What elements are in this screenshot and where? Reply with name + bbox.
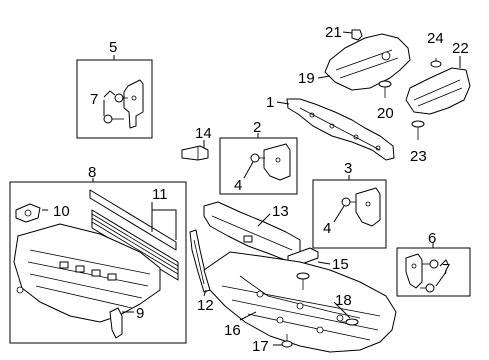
bracket-part-9 xyxy=(109,307,123,339)
callout-18: 18 xyxy=(335,292,352,309)
callout-6: 6 xyxy=(428,230,436,247)
callout-7b: 7 xyxy=(442,261,450,278)
callout-5: 5 xyxy=(109,39,117,56)
callout-12: 12 xyxy=(197,297,214,314)
callout-10: 10 xyxy=(53,203,70,220)
bolt-part-7-lower xyxy=(103,114,124,124)
pin-part-23 xyxy=(411,120,425,140)
pin-part-20 xyxy=(378,80,392,98)
shield-part-22 xyxy=(405,67,471,115)
pin-part-18-a xyxy=(296,272,310,290)
pin-part-18-b xyxy=(340,318,359,326)
bracket-part-14 xyxy=(181,145,209,161)
callout-8: 8 xyxy=(88,164,96,181)
callout-9: 9 xyxy=(136,305,144,322)
bolt-part-4-lower xyxy=(341,197,356,207)
bolt-part-7-upper xyxy=(114,93,128,103)
leader-12 xyxy=(203,289,207,297)
clip-part-10 xyxy=(15,203,41,223)
callout-13: 13 xyxy=(272,203,289,220)
strip-part-12 xyxy=(189,229,211,293)
bolt-part-7-right-upper xyxy=(422,259,439,269)
callout-21: 21 xyxy=(325,24,342,41)
callout-11: 11 xyxy=(152,186,168,203)
leader-13 xyxy=(257,213,271,227)
bracket-part-2 xyxy=(263,143,291,181)
leader-7b xyxy=(439,259,449,267)
clip-part-24 xyxy=(430,58,442,68)
leader-4a xyxy=(243,161,254,179)
callout-17: 17 xyxy=(252,338,269,355)
callout-23: 23 xyxy=(410,148,427,165)
callout-16: 16 xyxy=(224,322,241,339)
bolt-part-7-right-lower xyxy=(420,283,435,293)
leader-16 xyxy=(239,311,257,321)
leader-21 xyxy=(342,31,353,34)
callout-3: 3 xyxy=(344,160,352,177)
callout-1: 1 xyxy=(266,94,274,111)
callout-7a: 7 xyxy=(90,91,98,108)
callout-20: 20 xyxy=(377,105,394,122)
leader-7a xyxy=(103,90,116,98)
leader-7b-lower xyxy=(435,271,447,287)
callout-24: 24 xyxy=(427,30,444,47)
bracket-part-6 xyxy=(405,253,423,289)
group-box-8 xyxy=(9,181,187,344)
leader-19 xyxy=(317,75,331,79)
leader-11 xyxy=(151,202,177,240)
clip-part-21 xyxy=(351,29,363,41)
bracket-part-5 xyxy=(123,79,144,129)
callout-4a: 4 xyxy=(234,177,242,194)
callout-14: 14 xyxy=(195,125,212,142)
grille-part-11 xyxy=(89,189,179,281)
callout-15: 15 xyxy=(332,256,349,273)
leader-18 xyxy=(333,301,351,319)
pin-part-17 xyxy=(281,334,293,348)
bracket-part-3 xyxy=(355,187,381,227)
callout-4b: 4 xyxy=(323,220,331,237)
callout-2: 2 xyxy=(253,119,261,136)
leader-1 xyxy=(276,101,290,105)
bolt-part-4-upper xyxy=(250,153,265,163)
shutter-part-8 xyxy=(13,223,161,323)
support-part-1 xyxy=(286,98,395,161)
leader-4b xyxy=(333,205,345,223)
callout-19: 19 xyxy=(298,70,315,87)
leader-15 xyxy=(317,261,331,265)
shield-part-19 xyxy=(324,33,411,91)
callout-22: 22 xyxy=(452,40,469,57)
